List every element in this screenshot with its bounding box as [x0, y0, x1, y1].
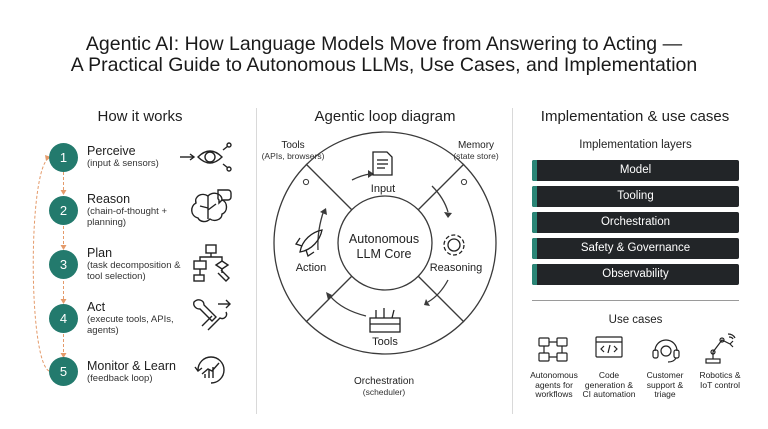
column-heading-how-it-works: How it works: [97, 108, 183, 125]
step-5-badge: 5: [49, 357, 78, 386]
memory-title: Memory: [457, 140, 495, 151]
robot-arm-icon: [705, 333, 736, 364]
use-case-1-line-2: agents for: [535, 379, 573, 390]
use-case-3-line-3: triage: [654, 389, 676, 399]
core-circle: [337, 195, 433, 291]
step-1-badge: 1: [49, 143, 78, 172]
layer-safety-governance: Safety & Governance: [532, 238, 739, 259]
use-case-2-line-3: CI automation: [582, 389, 636, 399]
layer-tooling: Tooling: [532, 186, 739, 207]
use-case-autonomous-agents: Autonomous agents for workflows: [523, 370, 585, 400]
column-divider-left: [256, 108, 257, 414]
use-case-1-line-3: workflows: [535, 389, 573, 399]
column-divider-right: [512, 108, 513, 414]
orchestration-label: Orchestration (scheduler): [344, 376, 424, 398]
loop-input-label: Input: [370, 183, 396, 195]
step-3-title: Plan: [87, 246, 113, 260]
memory-corner-label: Memory (state store): [444, 140, 508, 162]
loop-tools-label: Tools: [372, 336, 398, 348]
monitor-chart-icon: [194, 356, 225, 384]
robots-icon: [538, 337, 568, 362]
use-cases-divider: [532, 300, 739, 301]
use-case-2-line-1: Code: [598, 370, 620, 380]
use-case-2-line-2: generation &: [584, 379, 634, 390]
step-2-badge: 2: [49, 196, 78, 225]
agentic-loop-diagram: [273, 131, 497, 355]
orchestration-subtitle: (scheduler): [362, 387, 406, 397]
step-4-subtitle: (execute tools, APIs, agents): [87, 314, 174, 336]
tools-icon: [193, 299, 231, 331]
use-case-4-line-2: IoT control: [699, 379, 740, 390]
core-label-line-2: LLM Core: [356, 247, 412, 261]
code-icon: [595, 336, 623, 358]
toolbox-icon: [369, 308, 401, 333]
loop-action-label: Action: [295, 262, 327, 274]
step-3-subtitle: (task decomposition & tool selection): [87, 260, 181, 282]
use-case-customer-support: Customer support & triage: [634, 370, 696, 400]
page-title-line-1: Agentic AI: How Language Models Move fro…: [85, 33, 683, 55]
step-4-title: Act: [87, 300, 106, 314]
step-3-badge: 3: [49, 250, 78, 279]
column-heading-agentic-loop: Agentic loop diagram: [314, 108, 456, 125]
use-case-code-generation: Code generation & CI automation: [578, 370, 640, 400]
tools-corner-subtitle: (APIs, browsers): [261, 151, 325, 161]
tools-corner-label: Tools (APIs, browsers): [258, 140, 328, 162]
headset-icon: [652, 339, 680, 363]
outer-ring: [273, 131, 497, 355]
step-1-title: Perceive: [87, 144, 136, 158]
layer-observability: Observability: [532, 264, 739, 285]
gear-icon: [443, 234, 465, 256]
column-heading-implementation: Implementation & use cases: [540, 108, 730, 125]
use-case-robotics: Robotics & IoT control: [689, 370, 751, 390]
step-1-subtitle: (input & sensors): [87, 158, 159, 169]
layer-orchestration: Orchestration: [532, 212, 739, 233]
step-4-badge: 4: [49, 304, 78, 333]
orchestration-title: Orchestration: [353, 376, 415, 387]
memory-subtitle: (state store): [453, 151, 499, 161]
implementation-layers-heading: Implementation layers: [579, 139, 692, 151]
layer-model: Model: [532, 160, 739, 181]
core-label-line-1: Autonomous: [348, 232, 420, 246]
use-case-3-line-2: support &: [646, 379, 684, 390]
tools-corner-title: Tools: [281, 140, 305, 151]
rocket-icon: [294, 229, 323, 258]
loop-reasoning-label: Reasoning: [429, 262, 483, 274]
flowchart-icon: [193, 244, 230, 282]
step-2-subtitle: (chain-of-thought + planning): [87, 206, 168, 228]
use-cases-heading: Use cases: [608, 314, 663, 326]
page-title-line-2: A Practical Guide to Autonomous LLMs, Us…: [70, 54, 698, 76]
brain-icon: [191, 189, 232, 223]
document-icon: [372, 151, 393, 176]
eye-icon: [180, 142, 232, 172]
use-case-4-line-1: Robotics &: [699, 370, 741, 380]
use-case-3-line-1: Customer: [646, 370, 684, 380]
step-2-title: Reason: [87, 192, 131, 206]
step-5-title: Monitor & Learn: [87, 359, 176, 373]
use-case-1-line-1: Autonomous: [530, 370, 578, 380]
step-5-subtitle: (feedback loop): [87, 373, 153, 384]
